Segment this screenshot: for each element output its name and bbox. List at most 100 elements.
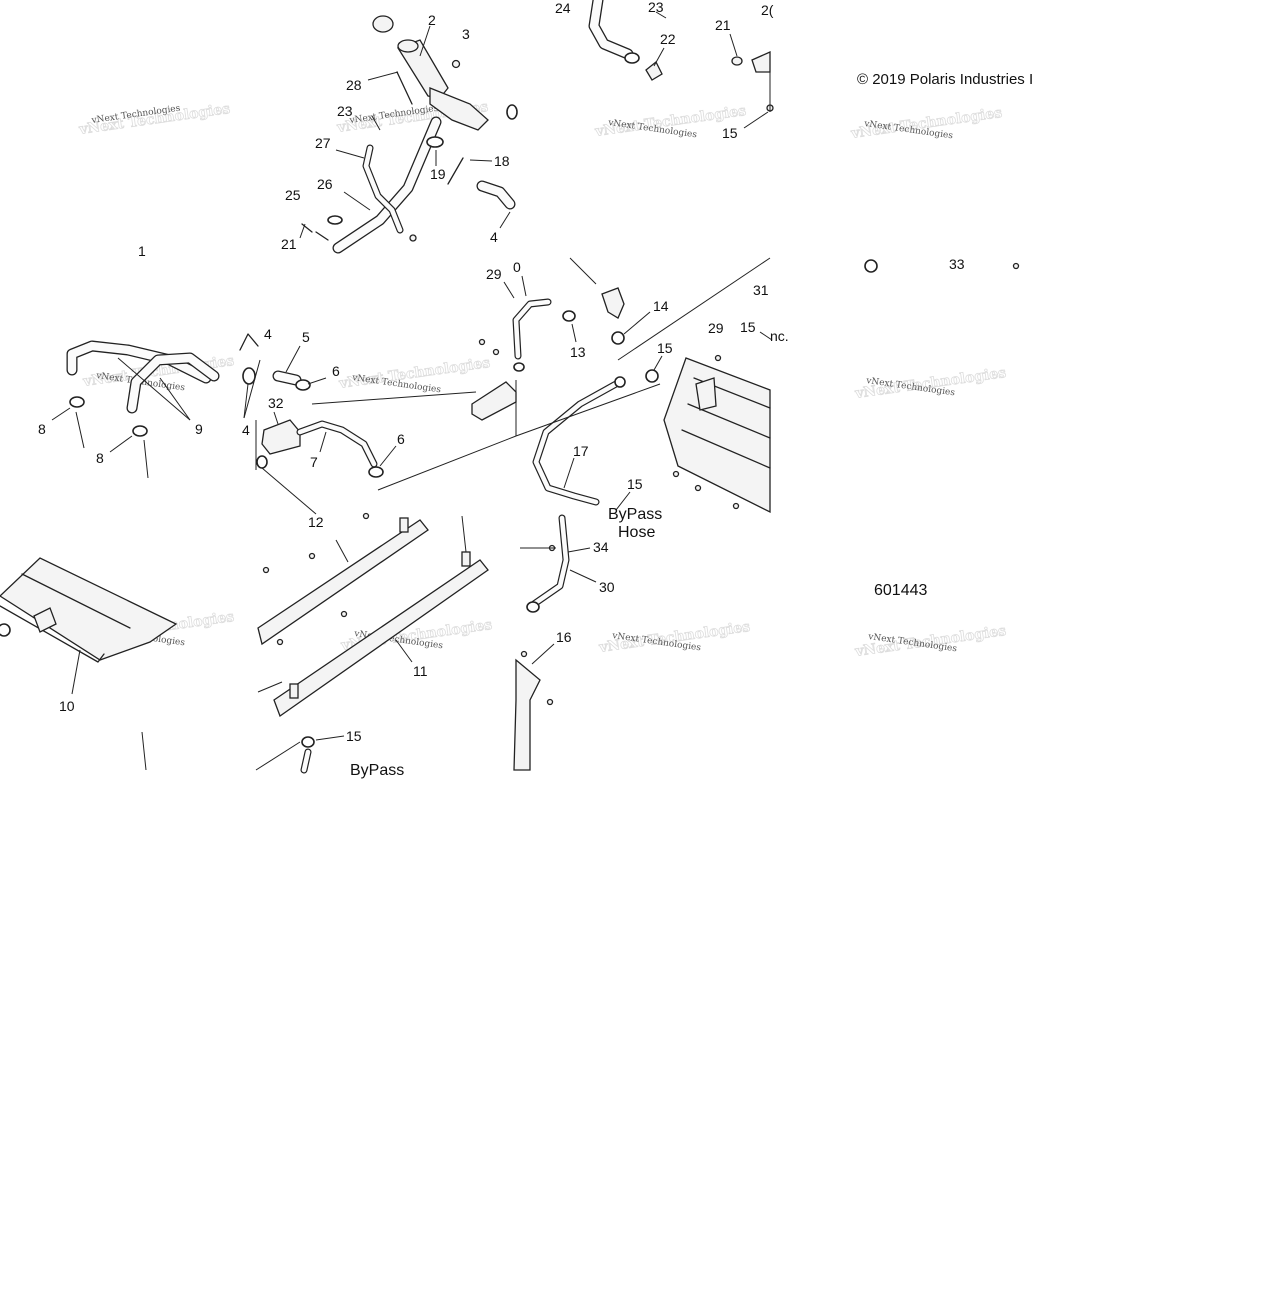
- callout-label: 15: [627, 476, 643, 492]
- screw: [694, 484, 702, 492]
- tile-right-top: © 2019 Polaris Industries I 33: [857, 71, 1033, 273]
- tube-12: [257, 519, 429, 646]
- leader: [563, 457, 575, 489]
- leader: [159, 377, 191, 421]
- clamp: [526, 601, 540, 613]
- screw: [546, 698, 554, 706]
- tube-port: [289, 683, 299, 699]
- shroud-edge: [0, 605, 105, 663]
- leader: [395, 639, 413, 663]
- leader: [109, 435, 133, 453]
- callout-label: 6: [332, 363, 340, 379]
- leader: [615, 491, 631, 511]
- callout-label: 33: [949, 256, 965, 272]
- leader: [729, 33, 738, 57]
- leader: [257, 681, 283, 693]
- tile-center-hoses: 32 7 6 12 29 0 13 14: [256, 257, 669, 530]
- leader: [319, 431, 327, 453]
- clamp: [614, 376, 626, 388]
- leader: [521, 275, 527, 297]
- tube-port: [461, 551, 471, 567]
- fitting: [645, 60, 663, 81]
- leader: [617, 257, 771, 361]
- leader: [285, 345, 301, 373]
- callout-label: 18: [494, 153, 510, 169]
- leader: [655, 11, 667, 19]
- radiator-cap: [372, 15, 394, 33]
- callout-label: 16: [556, 629, 572, 645]
- leader: [623, 311, 651, 335]
- callout-label: 25: [285, 187, 301, 203]
- leader: [75, 411, 85, 449]
- leader: [299, 223, 306, 239]
- tile-lower-bracket: 16: [513, 629, 572, 771]
- leader: [343, 191, 371, 211]
- leader: [567, 547, 591, 553]
- leader: [377, 435, 517, 491]
- callout-label: 0: [513, 259, 521, 275]
- leader: [255, 741, 301, 771]
- hose-29: [512, 298, 552, 360]
- clamp: [611, 331, 625, 345]
- leader: [503, 281, 515, 299]
- leader: [143, 439, 149, 479]
- tile-lower-left: 10: [0, 557, 178, 771]
- screw: [714, 354, 722, 362]
- clamp: [426, 136, 444, 148]
- callout-label: 27: [315, 135, 331, 151]
- hose-inner: [127, 353, 219, 413]
- screw: [409, 234, 417, 242]
- hose-inner: [589, 0, 633, 59]
- callout-label: 2(: [761, 2, 774, 18]
- bracket-16: [513, 658, 541, 771]
- callout-label: 19: [430, 166, 446, 182]
- fill-neck-mount: [429, 87, 489, 131]
- leader: [273, 411, 279, 425]
- callout-label: 22: [660, 31, 676, 47]
- clamp: [0, 623, 11, 637]
- leader: [515, 383, 661, 437]
- callout-label: 29: [486, 266, 502, 282]
- clamp: [645, 369, 659, 383]
- clamp: [864, 259, 878, 273]
- callout-label: 21: [281, 236, 297, 252]
- callout-label: 15: [657, 340, 673, 356]
- tube-11: [273, 559, 489, 718]
- pin: [301, 223, 313, 233]
- hose-inner: [333, 117, 441, 253]
- leader: [469, 159, 493, 162]
- leader: [367, 71, 399, 81]
- callout-label: 28: [346, 77, 362, 93]
- screw: [492, 348, 500, 356]
- leader: [141, 731, 147, 771]
- clamp: [513, 362, 525, 372]
- plug: [731, 56, 743, 66]
- label-hose: Hose: [618, 524, 655, 541]
- leader: [419, 25, 431, 57]
- screw: [451, 59, 461, 69]
- screw: [732, 502, 740, 510]
- callout-label: 31: [753, 282, 769, 298]
- label-inc: nc.: [770, 328, 789, 344]
- leader: [243, 359, 261, 419]
- leader: [743, 111, 769, 129]
- clamp: [562, 310, 576, 322]
- screw: [340, 610, 348, 618]
- hose-29-inner: [513, 299, 551, 359]
- leader: [307, 377, 327, 385]
- leader: [335, 539, 349, 563]
- screw: [362, 512, 370, 520]
- tile-upper-hose: 24 23 22 21 2( 15: [555, 0, 774, 141]
- shroud-rib: [21, 573, 131, 629]
- screw: [1012, 262, 1020, 270]
- leader: [499, 211, 511, 229]
- callout-label: 24: [555, 0, 571, 16]
- leader: [243, 383, 249, 419]
- bracket: [471, 381, 517, 421]
- callout-label: 7: [310, 454, 318, 470]
- screw: [276, 638, 284, 646]
- callout-label: 15: [346, 728, 362, 744]
- strap: [396, 71, 413, 105]
